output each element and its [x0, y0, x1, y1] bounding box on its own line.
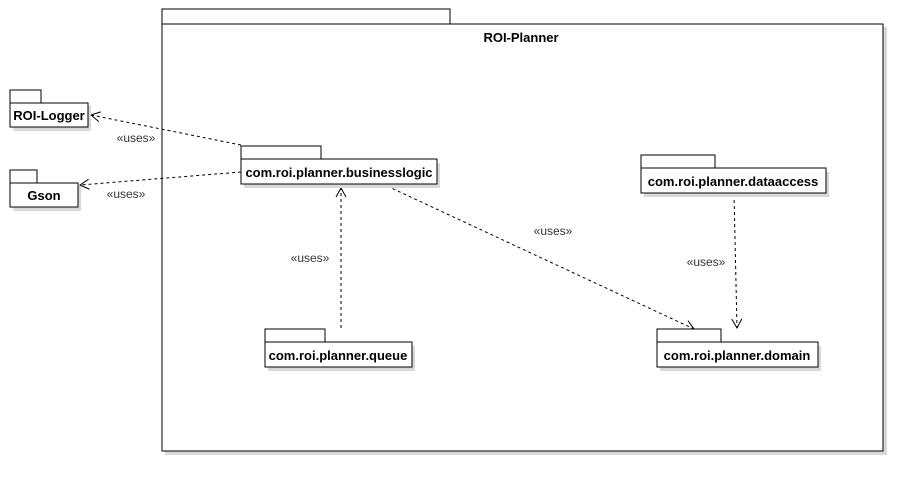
- package-roi-planner[interactable]: ROI-Planner: [161, 8, 887, 455]
- dependency-businesslogic-to-domain[interactable]: [386, 185, 695, 331]
- package-label: ROI-Logger: [13, 108, 85, 123]
- uses-label-gson: «uses»: [107, 187, 146, 201]
- package-domain[interactable]: com.roi.planner.domain: [656, 328, 821, 371]
- uses-label-dataaccess: «uses»: [687, 255, 726, 269]
- uses-label-logger: «uses»: [117, 131, 156, 145]
- package-roi-logger[interactable]: ROI-Logger: [9, 89, 91, 131]
- package-queue[interactable]: com.roi.planner.queue: [264, 328, 415, 371]
- container-title: ROI-Planner: [483, 30, 558, 45]
- package-label: Gson: [27, 188, 60, 203]
- package-businesslogic[interactable]: com.roi.planner.businesslogic: [240, 145, 440, 188]
- package-label: com.roi.planner.businesslogic: [245, 165, 432, 180]
- package-gson[interactable]: Gson: [9, 169, 81, 211]
- package-dataaccess[interactable]: com.roi.planner.dataaccess: [640, 154, 829, 197]
- package-label: com.roi.planner.queue: [269, 348, 408, 363]
- package-label: com.roi.planner.dataaccess: [648, 174, 819, 189]
- dependency-businesslogic-to-logger[interactable]: [89, 111, 242, 146]
- dependency-businesslogic-to-gson[interactable]: [78, 171, 242, 190]
- package-label: com.roi.planner.domain: [664, 348, 811, 363]
- uses-label-queue: «uses»: [291, 251, 330, 265]
- uses-label-domain: «uses»: [534, 224, 573, 238]
- dependency-dataaccess-to-domain[interactable]: [731, 193, 743, 330]
